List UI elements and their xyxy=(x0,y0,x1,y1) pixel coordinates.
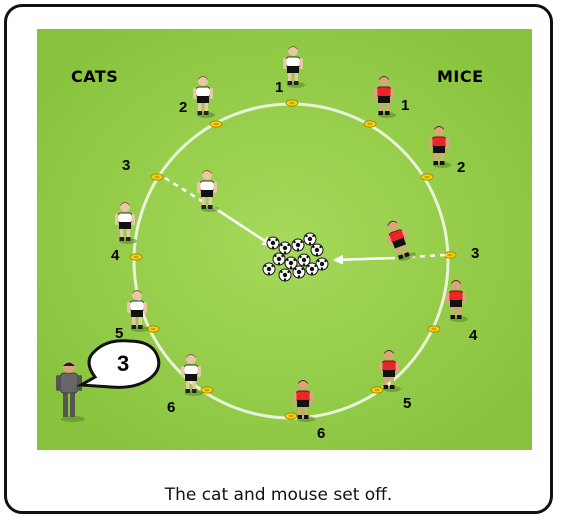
pitch-diagram xyxy=(37,29,532,450)
cone-icon xyxy=(209,120,223,128)
cat-number-6: 6 xyxy=(167,399,176,416)
cat-number-4: 4 xyxy=(111,247,120,264)
cone-icon xyxy=(443,251,457,259)
diagram-caption: The cat and mouse set off. xyxy=(164,485,393,505)
cone-icon xyxy=(285,99,299,107)
cone-icon xyxy=(420,173,434,181)
soccer-ball-icon xyxy=(305,262,319,276)
cat-number-2: 2 xyxy=(179,99,188,116)
coach-call-number: 3 xyxy=(117,351,130,376)
cone-icon xyxy=(370,386,384,394)
soccer-ball-icon xyxy=(272,252,286,266)
cone-icon xyxy=(284,412,298,420)
soccer-ball-icon xyxy=(262,262,276,276)
soccer-ball-icon xyxy=(303,232,317,246)
cone-icon xyxy=(129,253,143,261)
soccer-ball-icon xyxy=(266,236,280,250)
soccer-ball-icon xyxy=(310,243,324,257)
diagram-frame: CATS MICE 1 2 3 4 5 6 1 2 3 4 5 6 3 The … xyxy=(4,4,553,514)
cone-icon xyxy=(363,120,377,128)
cat-number-3: 3 xyxy=(122,157,131,174)
soccer-ball-icon xyxy=(278,268,292,282)
cone-icon xyxy=(427,325,441,333)
cone-icon xyxy=(200,386,214,394)
mouse-number-2: 2 xyxy=(457,159,466,176)
mouse-number-6: 6 xyxy=(317,425,326,442)
cats-label: CATS xyxy=(71,67,119,86)
speech-bubble xyxy=(75,339,161,389)
mouse-number-5: 5 xyxy=(403,395,412,412)
cat-run-dashed xyxy=(164,176,206,205)
cat-number-5: 5 xyxy=(115,325,124,342)
coach-icon xyxy=(56,361,85,422)
soccer-ball-icon xyxy=(292,265,306,279)
mouse-run-arrow xyxy=(333,254,396,265)
mouse-number-1: 1 xyxy=(401,97,410,114)
soccer-ball-icon xyxy=(291,238,305,252)
mouse-number-4: 4 xyxy=(469,327,478,344)
cat-run-arrow xyxy=(212,205,273,247)
cone-icon xyxy=(150,173,164,181)
mouse-run-dashed xyxy=(408,253,446,259)
cat-number-1: 1 xyxy=(275,79,284,96)
soccer-ball-icon xyxy=(278,241,292,255)
mice-label: MICE xyxy=(437,67,484,86)
mouse-number-3: 3 xyxy=(471,245,480,262)
